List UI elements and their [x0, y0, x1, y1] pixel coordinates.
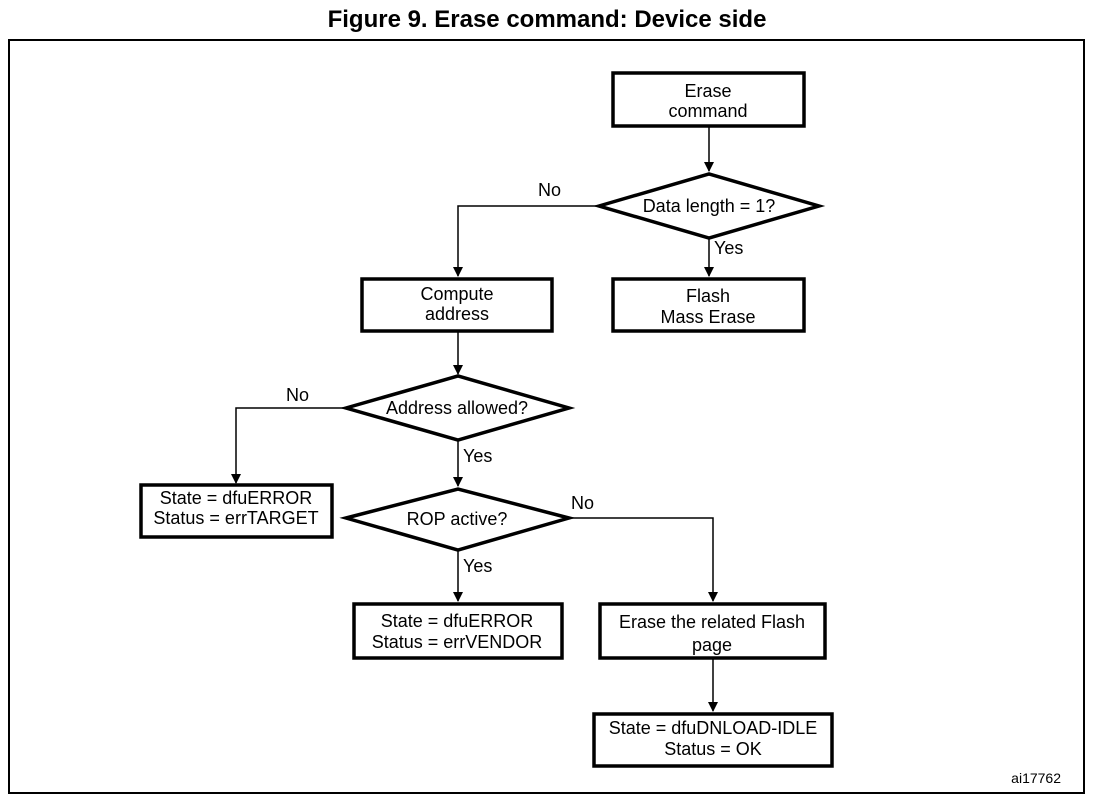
- err-target-line2: Status = errTARGET: [153, 508, 318, 528]
- mass-erase-box: [611, 277, 806, 333]
- edge-rop-no: [569, 517, 718, 602]
- mass-erase-line2: Mass Erase: [660, 307, 755, 327]
- erase-command-line1: Erase: [684, 81, 731, 101]
- address-allowed-diamond: [339, 374, 576, 442]
- data-length-yes-label: Yes: [714, 238, 743, 258]
- rop-yes-label: Yes: [463, 556, 492, 576]
- erase-page-line1: Erase the related Flash: [619, 612, 805, 632]
- connectors: [231, 126, 718, 712]
- err-target-box: [139, 483, 334, 539]
- dnload-idle-box: [592, 712, 834, 768]
- erase-command-box: [611, 71, 806, 128]
- rop-active-label: ROP active?: [407, 509, 508, 529]
- edge-datalength-no: [453, 205, 599, 277]
- erase-page-line2: page: [692, 635, 732, 655]
- erase-command-line2: command: [668, 101, 747, 121]
- err-target-line1: State = dfuERROR: [160, 488, 313, 508]
- erase-page-box: [598, 602, 827, 660]
- compute-address-box: [360, 277, 554, 333]
- rop-active-diamond: [339, 487, 576, 552]
- err-vendor-line2: Status = errVENDOR: [372, 632, 543, 652]
- figure-title: Figure 9. Erase command: Device side: [327, 6, 767, 33]
- address-yes-label: Yes: [463, 446, 492, 466]
- data-length-diamond: [592, 172, 826, 240]
- compute-address-line1: Compute: [420, 284, 493, 304]
- mass-erase-line1: Flash: [686, 286, 730, 306]
- err-vendor-box: [352, 602, 564, 660]
- edge-address-no: [231, 407, 346, 484]
- address-allowed-label: Address allowed?: [386, 398, 528, 418]
- rop-no-label: No: [571, 493, 594, 513]
- data-length-no-label: No: [538, 180, 561, 200]
- dnload-idle-line1: State = dfuDNLOAD-IDLE: [609, 718, 818, 738]
- figure-id: ai17762: [1011, 770, 1061, 786]
- compute-address-line2: address: [425, 304, 489, 324]
- address-no-label: No: [286, 385, 309, 405]
- data-length-label: Data length = 1?: [643, 196, 776, 216]
- dnload-idle-line2: Status = OK: [664, 739, 762, 759]
- figure-frame: [8, 39, 1085, 794]
- err-vendor-line1: State = dfuERROR: [381, 611, 534, 631]
